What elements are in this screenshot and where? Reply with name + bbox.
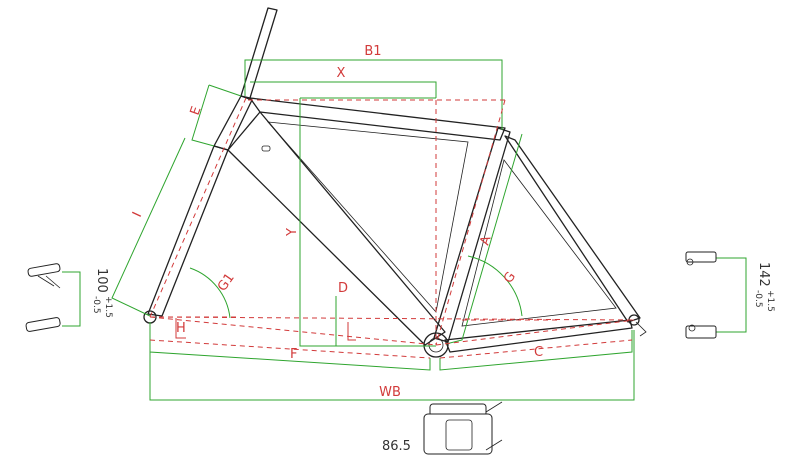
- front-spacing-value: 100: [94, 268, 109, 293]
- g-angle-arc: [467, 255, 523, 317]
- bb-shell-body: [423, 413, 493, 455]
- cable-port: [261, 145, 271, 152]
- chainstay-guide: [435, 319, 635, 346]
- front-axle-bottom: [25, 317, 61, 332]
- f-guide: [149, 339, 431, 359]
- label-c: C: [534, 345, 543, 360]
- rear-spacing-value: 142: [756, 262, 771, 287]
- down-tube: [227, 111, 446, 346]
- seat-stay: [504, 135, 641, 323]
- label-i: I: [130, 210, 145, 220]
- green-dimension-lines: [62, 59, 747, 452]
- front-spacing-bracket: [62, 271, 81, 327]
- label-g: G: [501, 269, 519, 286]
- rear-dropout-bottom: [685, 325, 717, 339]
- rear-triangle-inner: [461, 159, 617, 327]
- label-x: X: [337, 66, 346, 81]
- front-spacing-annotation: 100 +1.5 -0.5: [91, 268, 113, 318]
- seat-tube-axis: [435, 99, 506, 346]
- rear-spacing-tol-plus: +1.5: [765, 290, 775, 312]
- e-dimension: [191, 84, 242, 147]
- a-dimension: [445, 133, 523, 345]
- front-hub-sketch: [25, 263, 61, 332]
- front-spacing-tol-plus: +1.5: [103, 296, 113, 318]
- g1-angle-arc: [189, 267, 231, 319]
- c-dimension: [439, 330, 633, 371]
- b1-dimension: [244, 59, 503, 130]
- chain-stay: [444, 319, 633, 353]
- main-triangle-inner: [267, 121, 469, 313]
- label-g1: G1: [215, 271, 238, 295]
- rear-dropout-top: [685, 251, 717, 263]
- rear-spacing-tol-minus: -0.5: [753, 290, 763, 308]
- wb-dimension: [149, 330, 635, 401]
- steerer-tube: [240, 7, 278, 99]
- red-dimension-lines: [149, 97, 635, 359]
- bottom-bracket-sketch: [423, 401, 503, 455]
- front-center-guide: [149, 316, 437, 346]
- front-axle-top: [27, 263, 61, 277]
- bb-width-value: 86.5: [382, 439, 411, 454]
- label-wb: WB: [379, 385, 401, 400]
- label-b1: B1: [364, 44, 381, 59]
- spacing-annotations: 100 +1.5 -0.5 142 +1.5 -0.5 86.5: [91, 262, 775, 454]
- label-f: F: [290, 347, 297, 362]
- top-tube: [249, 97, 506, 141]
- rear-derailleur-hanger: [635, 321, 647, 337]
- rear-thru-axle-top: [686, 258, 694, 266]
- d-dimension-red: [347, 322, 356, 341]
- head-tube: [213, 95, 253, 151]
- bottom-bracket-shell: [423, 332, 449, 358]
- front-spacing-tol-minus: -0.5: [91, 296, 101, 314]
- bb-shell-inner: [445, 419, 473, 451]
- bb-shell-stays: [485, 401, 503, 451]
- rear-spacing-annotation: 142 +1.5 -0.5: [753, 262, 775, 312]
- h-dimension: [175, 318, 186, 339]
- label-d: D: [338, 281, 348, 296]
- head-tube-axis: [149, 97, 247, 318]
- label-y: Y: [285, 228, 300, 237]
- x-dimension: [250, 81, 437, 98]
- front-fork-tip-top: [37, 275, 61, 289]
- rear-thru-axle-bottom: [688, 324, 696, 332]
- i-dimension: [111, 137, 186, 317]
- label-h: H: [176, 321, 186, 336]
- f-dimension: [149, 322, 431, 371]
- y-dimension: [299, 97, 436, 347]
- rear-spacing-bracket: [716, 257, 747, 333]
- rear-hub-sketch: [685, 251, 717, 339]
